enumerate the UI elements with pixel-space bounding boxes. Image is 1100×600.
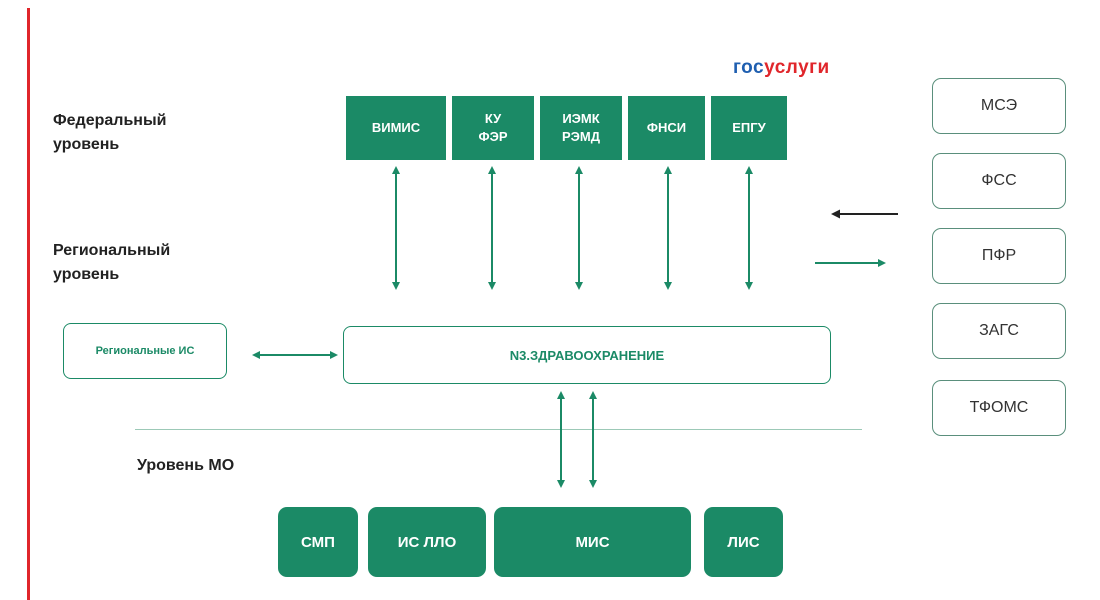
regional-is-box: Региональные ИС [63,323,227,379]
mo-divider-line [135,429,862,430]
federal-system-ku-fer: КУ ФЭР [452,96,534,160]
mo-system-is-llo: ИС ЛЛО [368,507,486,577]
federal-system-epgu: ЕПГУ [711,96,787,160]
federal-system-iemk-remd: ИЭМК РЭМД [540,96,622,160]
external-system-fss: ФСС [932,153,1066,209]
federal-system-fnsi: ФНСИ [628,96,705,160]
external-system-zags: ЗАГС [932,303,1066,359]
external-system-pfr: ПФР [932,228,1066,284]
mo-system-mis: МИС [494,507,691,577]
left-red-border [27,8,30,600]
mo-system-smp: СМП [278,507,358,577]
n3-health-box: N3.ЗДРАВООХРАНЕНИЕ [343,326,831,384]
mo-system-lis: ЛИС [704,507,783,577]
external-system-mse: МСЭ [932,78,1066,134]
federal-level-label: Федеральный уровень [53,112,167,153]
gosuslugi-logo: госуслуги [733,57,830,78]
external-system-tfoms: ТФОМС [932,380,1066,436]
federal-system-vimis: ВИМИС [346,96,446,160]
mo-level-label: Уровень МО [137,457,235,474]
regional-level-label: Региональный уровень [53,242,171,283]
